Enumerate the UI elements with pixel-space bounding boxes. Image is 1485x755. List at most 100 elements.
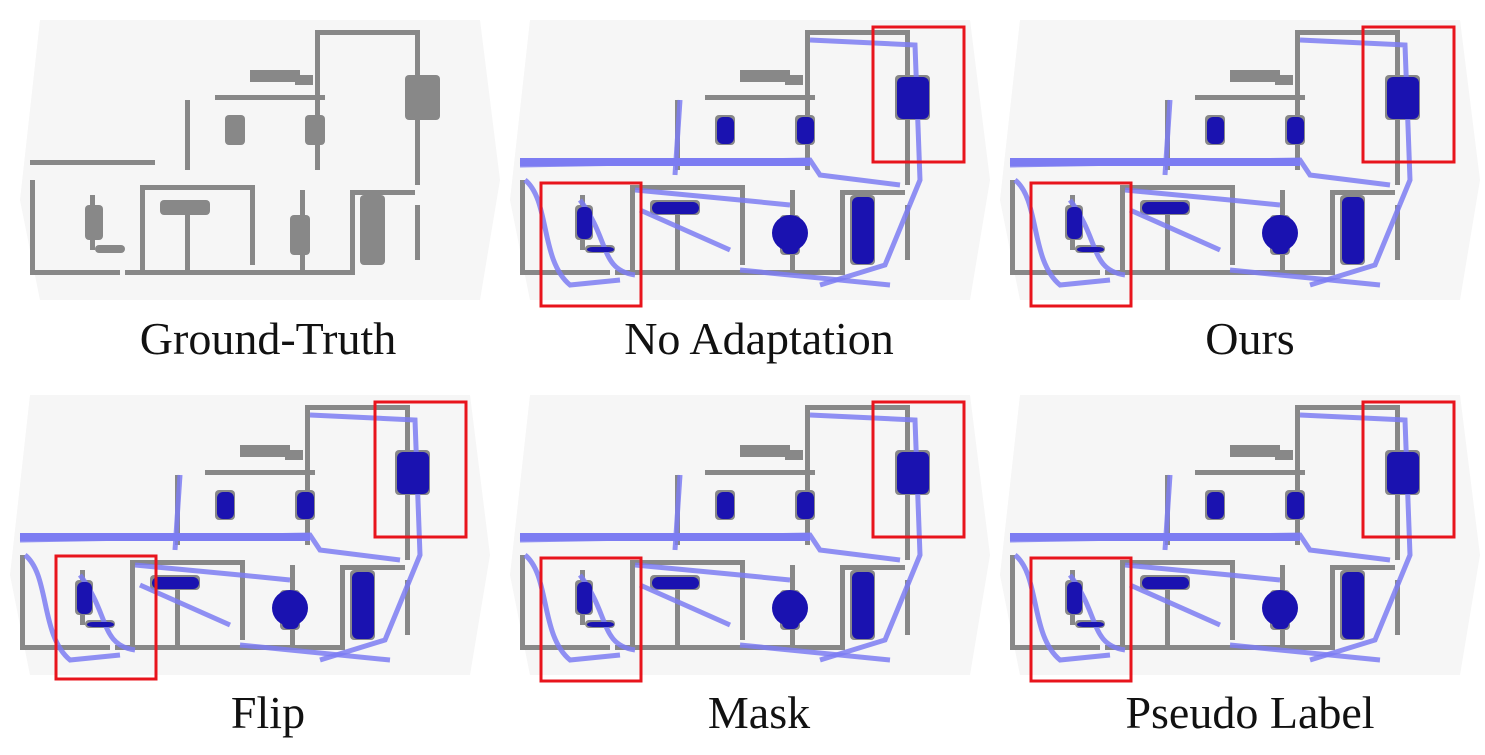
predicted-wall: [20, 533, 310, 541]
map-wall: [1295, 30, 1300, 170]
predicted-trajectory: [638, 582, 732, 628]
map-wall: [630, 560, 745, 565]
panel-label-ours: Ours: [1205, 313, 1295, 364]
map-obstacle: [290, 215, 310, 255]
map-wall: [1120, 185, 1235, 190]
map-wall: [845, 190, 905, 195]
map-wall: [250, 70, 300, 82]
predicted-obstacle: [1142, 202, 1189, 214]
map-wall: [185, 100, 190, 170]
predicted-obstacle: [587, 622, 614, 627]
map-wall: [1105, 645, 1335, 650]
highlight-box: [1029, 181, 1133, 308]
map-wall: [630, 565, 635, 645]
map-wall: [345, 565, 405, 570]
map-wall: [805, 405, 910, 410]
predicted-obstacle: [1067, 207, 1082, 239]
map-wall: [520, 270, 610, 275]
map-wall: [1230, 560, 1235, 640]
map-wall: [905, 205, 910, 260]
predicted-obstacle: [1077, 247, 1104, 252]
predicted-obstacle: [772, 590, 808, 626]
map-wall: [1335, 190, 1395, 195]
predicted-trajectory: [739, 267, 891, 288]
highlight-box: [871, 400, 966, 539]
predicted-obstacle: [797, 117, 814, 144]
map-wall: [1010, 180, 1015, 275]
map-wall: [240, 445, 290, 457]
predicted-obstacle: [897, 452, 929, 494]
map-wall: [675, 580, 680, 648]
map-wall: [740, 445, 790, 457]
map-wall: [1010, 555, 1015, 650]
predicted-obstacle: [87, 622, 114, 627]
map-obstacle: [225, 115, 245, 145]
map-wall: [1010, 645, 1100, 650]
map-panel-mask: [510, 395, 990, 683]
highlight-box: [539, 181, 643, 308]
map-wall: [1120, 560, 1235, 565]
map-wall: [740, 185, 745, 265]
map-wall: [840, 190, 845, 270]
map-wall: [1275, 450, 1293, 460]
map-wall: [30, 270, 120, 275]
predicted-wall: [1010, 533, 1300, 541]
predicted-obstacle: [272, 590, 308, 626]
map-wall: [805, 405, 810, 545]
predicted-trajectory: [1229, 267, 1381, 288]
map-wall: [1330, 565, 1335, 645]
predicted-trajectory: [1013, 178, 1111, 288]
map-obstacle: [95, 245, 125, 253]
panel-label-pseudo-label: Pseudo Label: [1125, 687, 1375, 738]
highlight-box: [373, 400, 468, 539]
map-wall: [705, 470, 815, 475]
map-wall: [1295, 405, 1300, 545]
predicted-trajectory: [1128, 207, 1222, 253]
map-wall: [125, 270, 355, 275]
map-wall: [785, 75, 803, 85]
predicted-obstacle: [77, 582, 92, 614]
predicted-trajectory: [1299, 412, 1413, 663]
map-wall: [130, 565, 135, 645]
map-wall: [1120, 565, 1125, 645]
map-wall: [140, 190, 145, 270]
map-wall: [1395, 580, 1400, 635]
predicted-trajectory: [1229, 642, 1381, 663]
predicted-obstacle: [352, 572, 374, 639]
map-wall: [215, 95, 325, 100]
highlight-box: [1029, 556, 1133, 683]
panel-label-mask: Mask: [707, 687, 811, 738]
map-wall: [415, 205, 420, 260]
highlight-box: [539, 556, 643, 683]
predicted-obstacle: [652, 577, 699, 589]
map-wall: [1010, 270, 1100, 275]
map-wall: [785, 450, 803, 460]
map-wall: [315, 30, 420, 35]
predicted-trajectory: [23, 553, 121, 663]
predicted-obstacle: [652, 202, 699, 214]
predicted-wall: [520, 533, 810, 541]
map-wall: [20, 645, 110, 650]
predicted-trajectory: [523, 553, 621, 663]
map-wall: [185, 205, 190, 273]
predicted-trajectory: [739, 642, 891, 663]
map-wall: [615, 270, 845, 275]
map-wall: [1335, 565, 1395, 570]
map-wall: [630, 185, 745, 190]
map-wall: [615, 645, 845, 650]
predicted-trajectory: [523, 178, 621, 288]
map-wall: [295, 75, 313, 85]
panel-label-flip: Flip: [230, 687, 306, 738]
predicted-obstacle: [717, 492, 734, 519]
map-wall: [740, 70, 790, 82]
map-wall: [250, 185, 255, 265]
map-wall: [115, 645, 345, 650]
predicted-trajectory: [239, 642, 391, 663]
map-wall: [520, 555, 525, 650]
map-wall: [675, 205, 680, 273]
map-wall: [1230, 445, 1280, 457]
predicted-obstacle: [1342, 197, 1364, 264]
predicted-obstacle: [152, 577, 199, 589]
